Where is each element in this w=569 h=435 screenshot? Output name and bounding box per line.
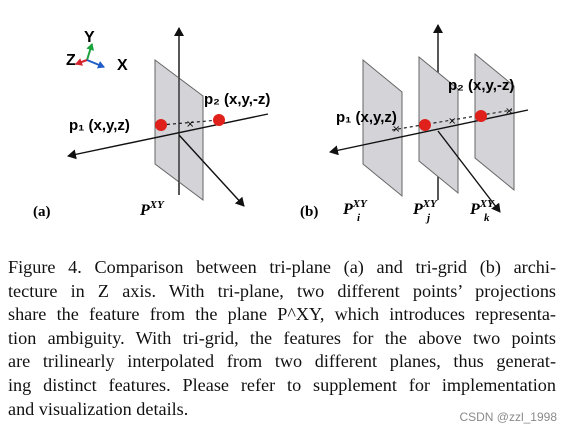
axis-x-label: X — [117, 57, 128, 74]
axes-icon: Y Z X — [66, 29, 128, 74]
panel-b-plane-k — [474, 52, 515, 192]
csdn-watermark: CSDN @zzl_1998 — [459, 410, 557, 424]
caption-line-7: and visualization details. — [8, 398, 189, 419]
panel-a-p1-label: p₁ (x,y,z) — [69, 117, 130, 134]
panel-b-proj-mark-3: × — [505, 106, 513, 117]
axis-y-arrow — [86, 43, 95, 61]
panel-a-label: (a) — [33, 204, 51, 220]
axis-x-arrow — [86, 59, 105, 69]
panel-a-dashed — [160, 119, 220, 126]
caption-line-1: Figure 4. Comparison between tri-plane (… — [8, 257, 556, 277]
caption-line-5: are trilinearly interpolated from two di… — [8, 351, 556, 372]
panel-b-z-axis — [329, 109, 529, 156]
panel-a-z-axis — [67, 113, 269, 160]
axis-z-arrow — [75, 58, 88, 66]
panel-b-proj-mark-1: × — [392, 124, 400, 135]
caption-line-6: ing distinct features. Please refer to s… — [8, 374, 556, 395]
panel-a-p1-dot — [155, 119, 167, 131]
panel-b-x-axis — [437, 130, 501, 213]
panel-b-plane-j — [418, 55, 459, 195]
caption-line-2: tecture in Z axis. With tri-plane, two d… — [8, 280, 556, 301]
panel-a-x-axis — [178, 134, 245, 207]
panel-b-p2-dot — [475, 110, 487, 122]
panel-b-label: (b) — [300, 204, 318, 220]
panel-b-plane-i — [362, 58, 403, 198]
panel-b-p2-label: p₂ (x,y,-z) — [448, 77, 514, 94]
panel-b-p1-label: p₁ (x,y,z) — [336, 109, 397, 126]
panel-b-dashed — [391, 109, 513, 131]
figure-caption: Figure 4. Comparison between tri-plane (… — [8, 256, 556, 421]
panel-a-p2-dot — [213, 114, 225, 126]
caption-line-3: share the feature from the plane P^XY, w… — [8, 304, 556, 325]
panel-a-p2-label: p₂ (x,y,-z) — [204, 91, 270, 108]
figure-diagram: Y Z X × p₁ (x,y,z) p₂ (x,y,-z) (a) PXY ×… — [33, 24, 529, 224]
panel-b-proj-mark-2: × — [448, 116, 456, 127]
axis-z-label: Z — [66, 52, 76, 69]
panel-a-plane-label: PXY — [139, 199, 165, 219]
panel-b-p1-dot — [419, 119, 431, 131]
axis-y-label: Y — [84, 29, 95, 46]
panel-a: × p₁ (x,y,z) p₂ (x,y,-z) (a) PXY — [33, 27, 270, 220]
caption-line-4: tion ambiguity. With tri-grid, the featu… — [8, 327, 556, 348]
panel-a-proj-mark: × — [186, 119, 194, 130]
